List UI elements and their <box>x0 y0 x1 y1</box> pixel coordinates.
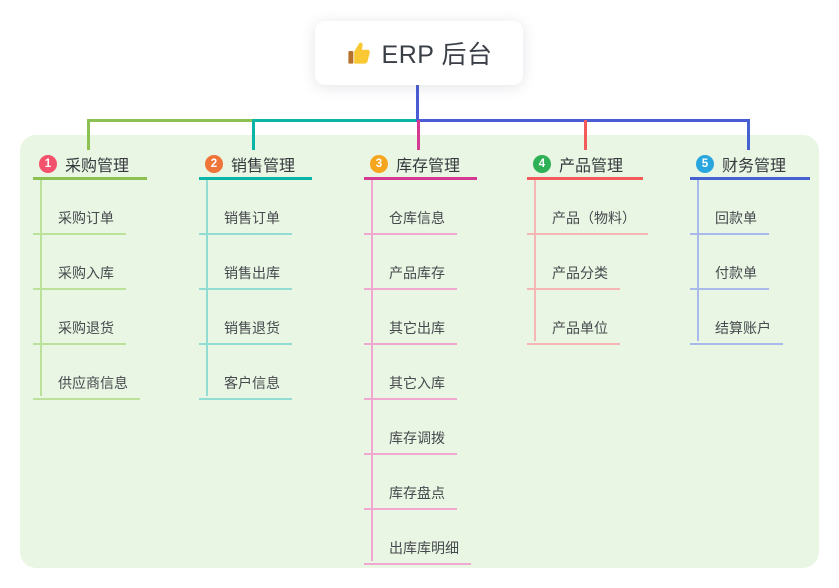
branch-label: 产品管理 <box>559 157 624 175</box>
child-node-库存调拨[interactable]: 库存调拨 <box>364 400 457 455</box>
child-node-label: 产品库存 <box>389 265 445 281</box>
branch-label: 销售管理 <box>231 157 296 175</box>
branch-label: 采购管理 <box>65 157 130 175</box>
branch-库存管理: 3 库存管理仓库信息产品库存其它出库其它入库库存调拨库存盘点出库库明细 <box>364 150 477 565</box>
connector-horizontal-middle <box>252 119 418 122</box>
child-node-出库库明细[interactable]: 出库库明细 <box>364 510 471 565</box>
branch-node-产品管理[interactable]: 4 产品管理 <box>527 150 643 180</box>
child-node-其它入库[interactable]: 其它入库 <box>364 345 457 400</box>
child-trunk-line <box>371 180 373 561</box>
child-node-回款单[interactable]: 回款单 <box>690 180 769 235</box>
branch-label: 财务管理 <box>722 157 787 175</box>
thumbs-up-icon <box>346 40 372 66</box>
child-node-label: 采购入库 <box>58 265 114 281</box>
child-node-label: 销售退货 <box>224 320 280 336</box>
child-node-label: 供应商信息 <box>58 375 128 391</box>
child-node-产品单位[interactable]: 产品单位 <box>527 290 620 345</box>
branch-label: 库存管理 <box>396 157 461 175</box>
child-node-label: 结算账户 <box>715 320 771 336</box>
branch-number-badge: 5 <box>696 154 714 173</box>
connector-drop-branch-4 <box>584 120 587 150</box>
branch-node-采购管理[interactable]: 1 采购管理 <box>33 150 147 180</box>
branch-number-badge: 3 <box>370 154 388 173</box>
child-node-label: 销售订单 <box>224 210 280 226</box>
child-trunk-line <box>534 180 536 341</box>
branch-采购管理: 1 采购管理采购订单采购入库采购退货供应商信息 <box>33 150 147 400</box>
child-node-仓库信息[interactable]: 仓库信息 <box>364 180 457 235</box>
child-trunk-line <box>40 180 42 396</box>
root-node-erp-backend[interactable]: ERP 后台 <box>315 21 523 85</box>
child-node-销售出库[interactable]: 销售出库 <box>199 235 292 290</box>
connector-drop-branch-2 <box>252 120 255 150</box>
child-node-label: 库存调拨 <box>389 430 445 446</box>
connector-horizontal-right <box>416 119 750 122</box>
child-node-label: 其它入库 <box>389 375 445 391</box>
connector-drop-branch-3 <box>417 120 420 150</box>
child-node-label: 采购订单 <box>58 210 114 226</box>
child-node-采购入库[interactable]: 采购入库 <box>33 235 126 290</box>
connector-horizontal-left <box>87 119 254 122</box>
child-node-产品库存[interactable]: 产品库存 <box>364 235 457 290</box>
branch-产品管理: 4 产品管理产品（物料） 产品分类产品单位 <box>527 150 648 345</box>
child-node-其它出库[interactable]: 其它出库 <box>364 290 457 345</box>
mindmap-canvas <box>20 135 819 568</box>
child-node-label: 采购退货 <box>58 320 114 336</box>
child-node-结算账户[interactable]: 结算账户 <box>690 290 783 345</box>
child-node-采购退货[interactable]: 采购退货 <box>33 290 126 345</box>
child-node-label: 仓库信息 <box>389 210 445 226</box>
connector-drop-branch-5 <box>747 120 750 150</box>
child-node-销售退货[interactable]: 销售退货 <box>199 290 292 345</box>
branch-node-库存管理[interactable]: 3 库存管理 <box>364 150 477 180</box>
child-node-label: 付款单 <box>715 265 757 281</box>
root-node-label: ERP 后台 <box>381 41 493 69</box>
branch-node-销售管理[interactable]: 2 销售管理 <box>199 150 312 180</box>
branch-node-财务管理[interactable]: 5 财务管理 <box>690 150 810 180</box>
branch-销售管理: 2 销售管理销售订单销售出库销售退货客户信息 <box>199 150 312 400</box>
child-node-label: 回款单 <box>715 210 757 226</box>
child-node-采购订单[interactable]: 采购订单 <box>33 180 126 235</box>
connector-drop-branch-1 <box>87 120 90 150</box>
child-node-label: 其它出库 <box>389 320 445 336</box>
child-trunk-line <box>206 180 208 396</box>
child-node-label: 客户信息 <box>224 375 280 391</box>
child-node-label: 产品单位 <box>552 320 608 336</box>
child-node-供应商信息[interactable]: 供应商信息 <box>33 345 140 400</box>
child-node-label: 销售出库 <box>224 265 280 281</box>
child-node-付款单[interactable]: 付款单 <box>690 235 769 290</box>
child-node-label: 产品（物料） <box>552 210 636 226</box>
child-node-销售订单[interactable]: 销售订单 <box>199 180 292 235</box>
child-trunk-line <box>697 180 699 341</box>
connector-root-vertical <box>416 85 419 122</box>
child-node-库存盘点[interactable]: 库存盘点 <box>364 455 457 510</box>
child-node-产品分类[interactable]: 产品分类 <box>527 235 620 290</box>
branch-财务管理: 5 财务管理回款单付款单结算账户 <box>690 150 810 345</box>
child-node-label: 库存盘点 <box>389 485 445 501</box>
branch-number-badge: 2 <box>205 154 223 173</box>
child-node-label: 产品分类 <box>552 265 608 281</box>
branch-number-badge: 4 <box>533 154 551 173</box>
child-node-产品（物料）[interactable]: 产品（物料） <box>527 180 648 235</box>
child-node-label: 出库库明细 <box>389 540 459 556</box>
child-node-客户信息[interactable]: 客户信息 <box>199 345 292 400</box>
branch-number-badge: 1 <box>39 154 57 173</box>
